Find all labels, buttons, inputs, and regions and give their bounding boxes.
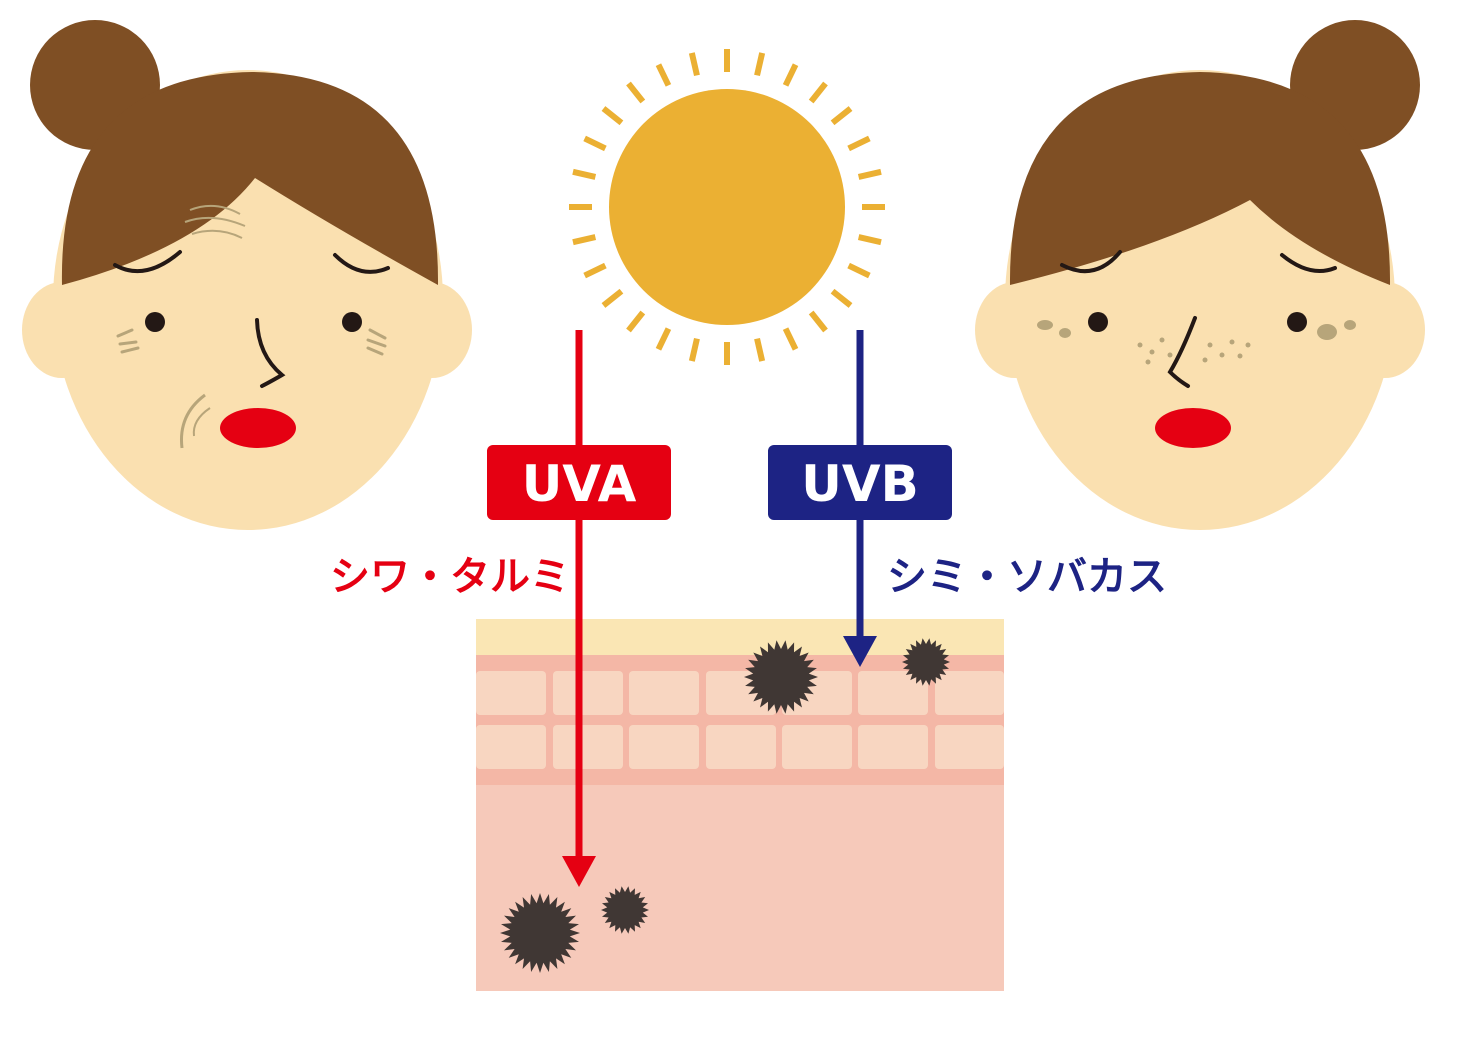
uvb-arrow-head [843, 636, 877, 667]
uva-label: UVA [522, 455, 637, 513]
sun-ray [754, 52, 766, 77]
skin-cell [858, 671, 928, 715]
skin-cross-section [476, 619, 1004, 991]
damage-spot [601, 886, 649, 934]
uva-badge [487, 445, 671, 520]
forehead-wrinkles [184, 204, 246, 239]
dermis-layer [476, 785, 1004, 991]
damage-spot [902, 638, 950, 686]
uva-ray: UVA シワ・タルミ [330, 330, 671, 887]
sun-ray [857, 234, 882, 246]
sun-ray [572, 168, 597, 180]
uva-arrow-head [562, 856, 596, 887]
left-face-brow-right [333, 253, 390, 274]
uvb-badge [768, 445, 952, 520]
sun-ray [847, 262, 871, 279]
damage-spot [500, 893, 580, 973]
damage-spots [500, 638, 950, 973]
sun-disc [609, 89, 845, 325]
skin-cell [782, 725, 852, 769]
right-face-brow-right [1280, 253, 1337, 273]
skin-cell [553, 671, 623, 715]
left-face-lips [220, 408, 296, 448]
sun-ray [626, 310, 646, 333]
sun-ray [808, 310, 828, 333]
skin-cell [935, 671, 1004, 715]
left-face-eye-right [342, 312, 362, 332]
crows-feet-wrinkles [116, 328, 387, 356]
left-face-hair [61, 72, 439, 285]
left-face-wrinkled [22, 20, 472, 530]
uva-caption: シワ・タルミ [330, 554, 570, 600]
skin-cell [858, 725, 928, 769]
sun-ray [572, 234, 597, 246]
sun-ray [626, 81, 646, 104]
sun-ray [601, 288, 624, 308]
right-face-nose [1167, 316, 1197, 388]
skin-cell [553, 725, 623, 769]
left-face-nose [255, 318, 286, 388]
uvb-caption: シミ・ソバカス [887, 554, 1167, 600]
right-face-eye-left [1088, 312, 1108, 332]
skin-cell [476, 725, 546, 769]
sun-ray [655, 63, 672, 87]
freckles [1037, 320, 1356, 365]
sun-ray [688, 337, 700, 362]
nasolabial-fold [192, 407, 211, 437]
skin-cell [935, 725, 1004, 769]
sun-ray [782, 327, 799, 351]
sun-ray [857, 168, 882, 180]
skin-cell [629, 671, 699, 715]
right-face-brow-left [1060, 250, 1122, 274]
sun-ray [830, 106, 853, 126]
nasolabial-fold [179, 393, 206, 449]
sun-ray [754, 337, 766, 362]
right-face-freckled [975, 20, 1425, 530]
sun-rays [569, 49, 885, 365]
uvb-ray: UVB シミ・ソバカス [768, 330, 1167, 667]
skin-cell [706, 725, 776, 769]
uvb-label: UVB [801, 455, 918, 513]
sun-ray [808, 81, 828, 104]
sun-ray [688, 52, 700, 77]
sun-ray [583, 262, 607, 279]
sun-ray [830, 288, 853, 308]
left-face-eye-left [145, 312, 165, 332]
skin-cell [629, 725, 699, 769]
right-face-eye-right [1287, 312, 1307, 332]
sun-ray [655, 327, 672, 351]
sun-ray [583, 135, 607, 152]
sun-ray [601, 106, 624, 126]
right-face-hair [1009, 72, 1391, 285]
sun-ray [847, 135, 871, 152]
damage-spot [744, 640, 818, 714]
left-face-brow-left [113, 250, 182, 274]
right-face-lips [1155, 408, 1231, 448]
sun-ray [782, 63, 799, 87]
sun [569, 49, 885, 365]
skin-cell [476, 671, 546, 715]
